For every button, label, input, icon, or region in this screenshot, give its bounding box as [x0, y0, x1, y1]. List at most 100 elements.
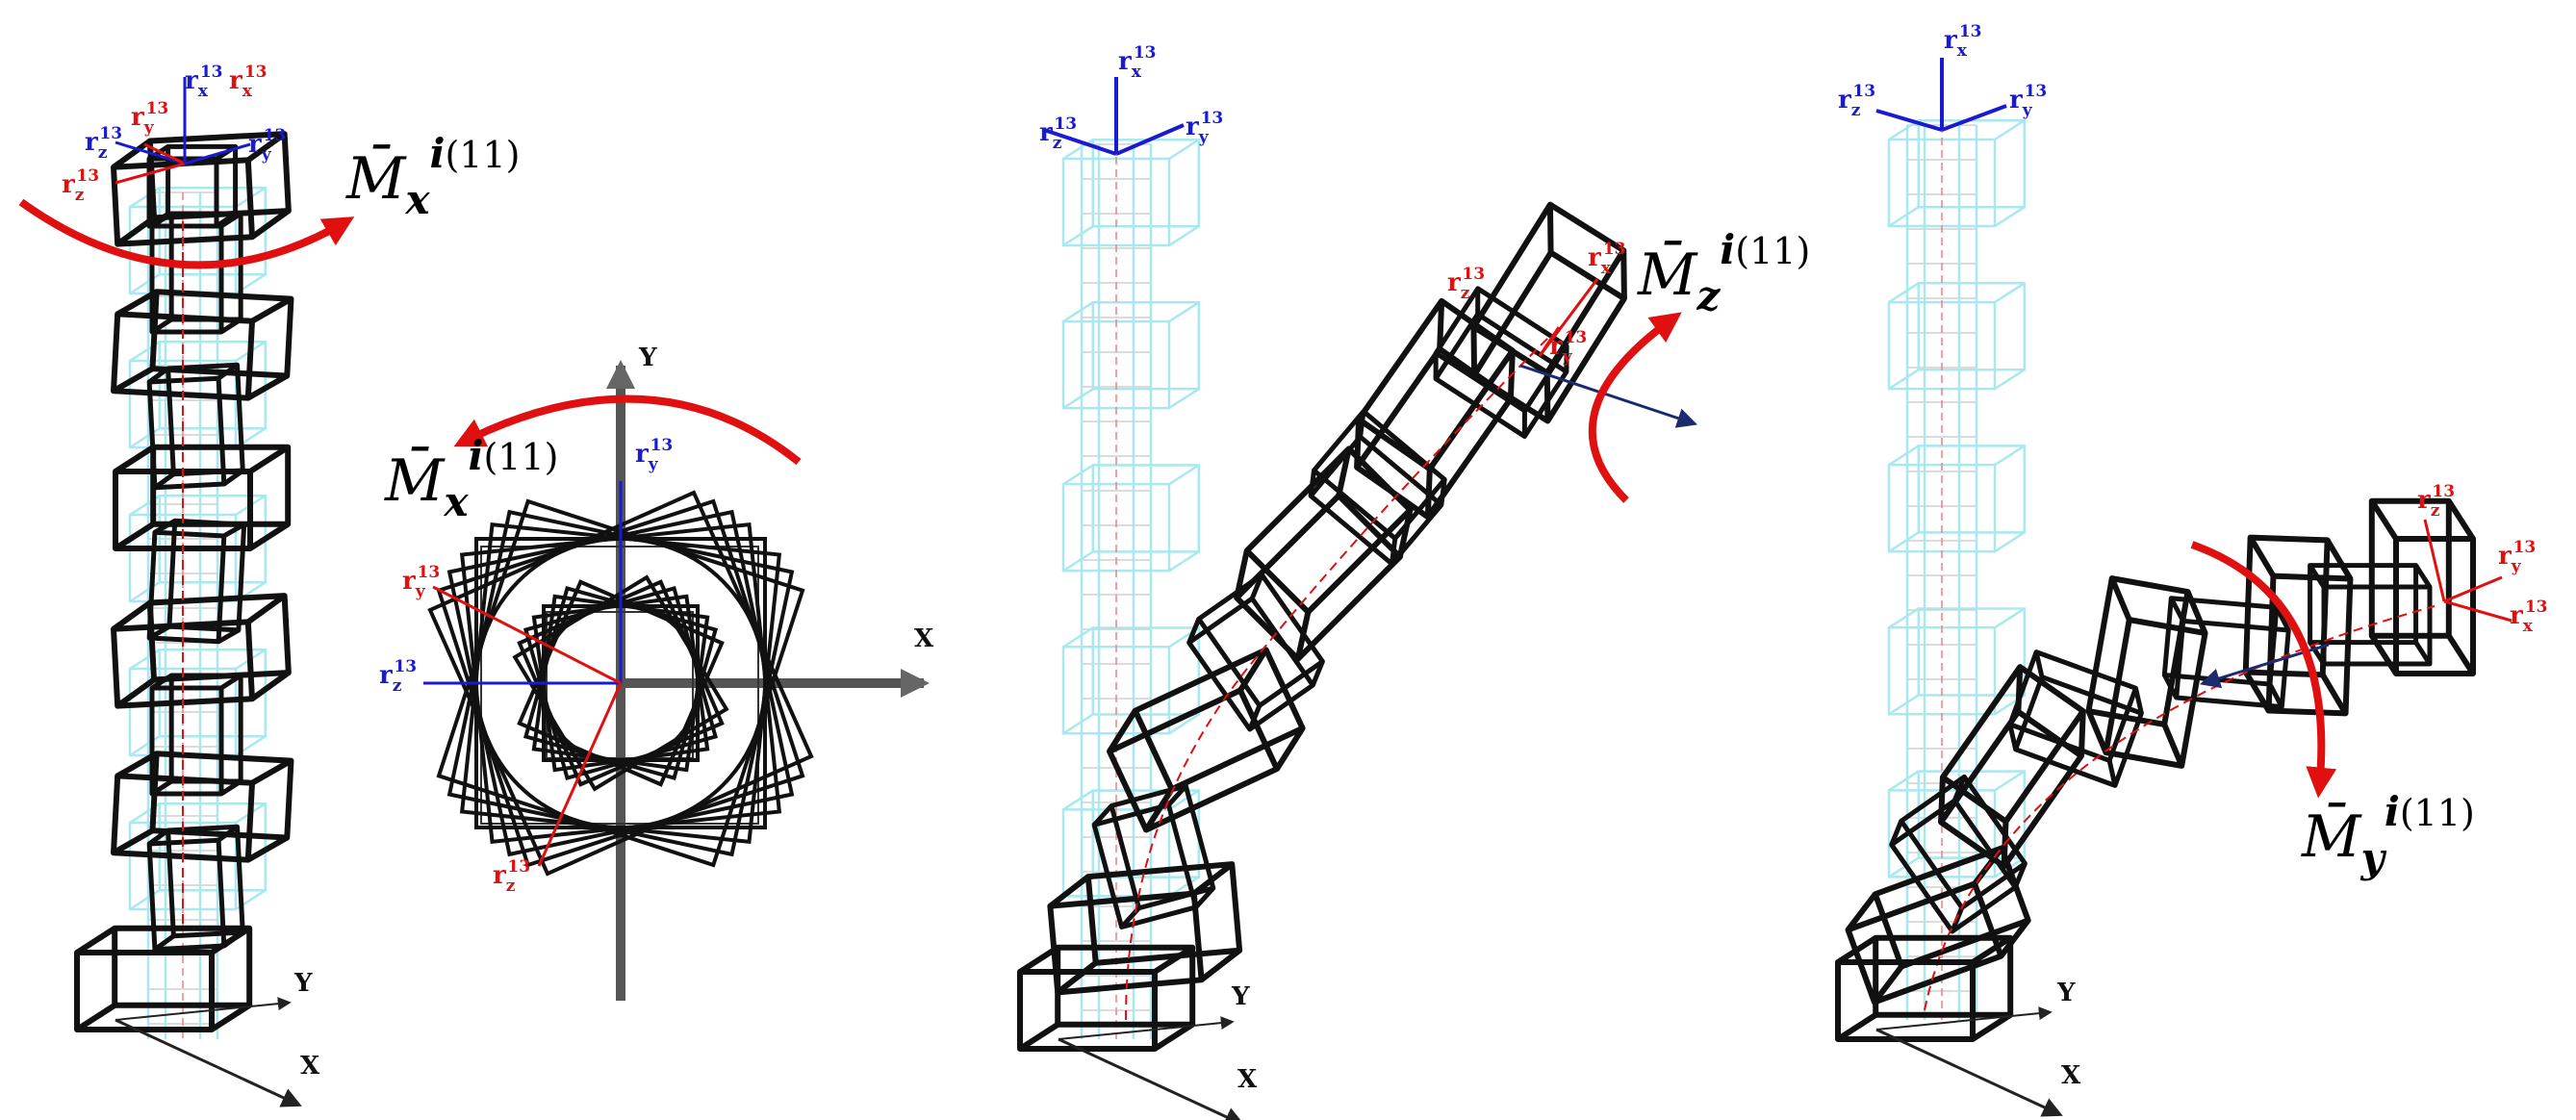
box-edge [1994, 770, 2026, 792]
frame-label: ry13 [402, 563, 440, 601]
base-axis-y [1875, 1006, 2053, 1031]
module-large [111, 751, 294, 863]
box-edge [2162, 674, 2179, 700]
frame-label: rz13 [1447, 265, 1485, 303]
moment-arrow [1588, 312, 1682, 503]
frame-label: rx13 [1944, 22, 1982, 61]
box-edge [129, 273, 161, 295]
box-edge [115, 751, 159, 778]
box-edge [1888, 531, 1920, 553]
frame-axis-red [2443, 575, 2503, 603]
box-edge [1994, 369, 2026, 391]
box-edge [153, 471, 175, 490]
module-large [2368, 497, 2476, 676]
frame-axis-blue [1043, 128, 1117, 156]
box-back-face [1356, 297, 1516, 472]
box-edge [2106, 759, 2118, 786]
ghost-module [1887, 118, 2027, 228]
box-edge [1168, 789, 1200, 811]
box-edge [1048, 874, 1090, 909]
box-back-face [1091, 789, 1201, 878]
ghost-column [1061, 138, 1201, 1039]
frame-axis-blue [1115, 123, 1185, 156]
box-edge [2308, 564, 2327, 589]
box-edge [1249, 573, 1264, 599]
box-edge [115, 676, 156, 709]
box-back-face [2161, 596, 2280, 687]
box-edge [153, 933, 175, 952]
box-front-face [2103, 617, 2208, 769]
frame-label: ry13 [1549, 328, 1587, 367]
box-edge [250, 208, 291, 240]
base-axis-y-label: Y [638, 344, 657, 372]
frame-label: rx13 [1588, 240, 1626, 278]
box-edge [1018, 1022, 1059, 1052]
box-edge [1062, 301, 1094, 323]
box-edge [250, 295, 293, 324]
box-edge [1836, 935, 1877, 965]
box-edge [1062, 225, 1094, 247]
box-edge [1846, 892, 1878, 932]
box-edge [1199, 948, 1241, 982]
box-edge [147, 827, 170, 846]
frame-label: rz13 [85, 124, 122, 163]
box-edge [150, 673, 173, 691]
ghost-module [1061, 301, 1201, 410]
frame-axis-red [143, 142, 186, 165]
box-edge [1475, 288, 1481, 315]
box-edge [246, 131, 287, 163]
box-edge [1194, 886, 1215, 909]
box-edge [112, 366, 154, 394]
tip-frame-a [115, 77, 251, 185]
frame-axis-red [115, 162, 186, 185]
box-edge [1950, 906, 1965, 932]
box-edge [222, 522, 245, 539]
base-axis-x-label: X [2061, 1061, 2081, 1090]
box-edge [2085, 709, 2109, 754]
frame-axis-blue [1941, 104, 2007, 132]
box-edge [1354, 419, 1363, 468]
box-edge [2369, 634, 2399, 675]
box-edge [2108, 576, 2132, 622]
box-edge [1143, 787, 1175, 832]
panel-b [423, 360, 930, 1001]
base-module [1017, 944, 1196, 1052]
panel-b-labels: M̄xi(11) ry13 ry13 rz13 rz13 Y X [379, 344, 934, 896]
box-edge [2169, 597, 2185, 623]
frame-label: rz13 [1838, 82, 1875, 120]
frame-label: rz13 [493, 857, 530, 896]
frame-axis-red [2443, 599, 2512, 623]
box-edge [1433, 352, 1439, 379]
frame-label: rz13 [1039, 115, 1077, 153]
ghost-module [1887, 282, 2027, 391]
box-edge [2248, 536, 2277, 578]
box-edge [1389, 538, 1398, 565]
base-axis-y [115, 997, 292, 1021]
box-front-face [1938, 708, 2084, 870]
box-edge [1336, 447, 1352, 496]
box-edge [2325, 538, 2353, 580]
frame-axis-red [1538, 326, 1561, 357]
moment-arrow [18, 198, 355, 269]
module-large [111, 593, 292, 709]
frame-axis-blue [115, 140, 186, 165]
ghost-module [1061, 138, 1201, 247]
box-edge [248, 522, 290, 551]
box-edge [217, 363, 239, 381]
box-edge [1168, 464, 1200, 486]
box-edge [2274, 606, 2291, 632]
box-edge [215, 212, 237, 229]
box-edge [1546, 204, 1554, 253]
panel-d [1835, 497, 2476, 1117]
frame-label: ry13 [248, 126, 286, 165]
box-edge [1153, 1022, 1194, 1052]
box-edge [114, 445, 155, 474]
box-edge [1994, 531, 2026, 553]
module-large [111, 289, 294, 401]
frame-label: ry13 [131, 99, 168, 138]
box-back-face [168, 673, 243, 784]
box-edge [1938, 776, 1946, 823]
box-edge [1247, 704, 1262, 730]
box-edge [2012, 862, 2028, 889]
